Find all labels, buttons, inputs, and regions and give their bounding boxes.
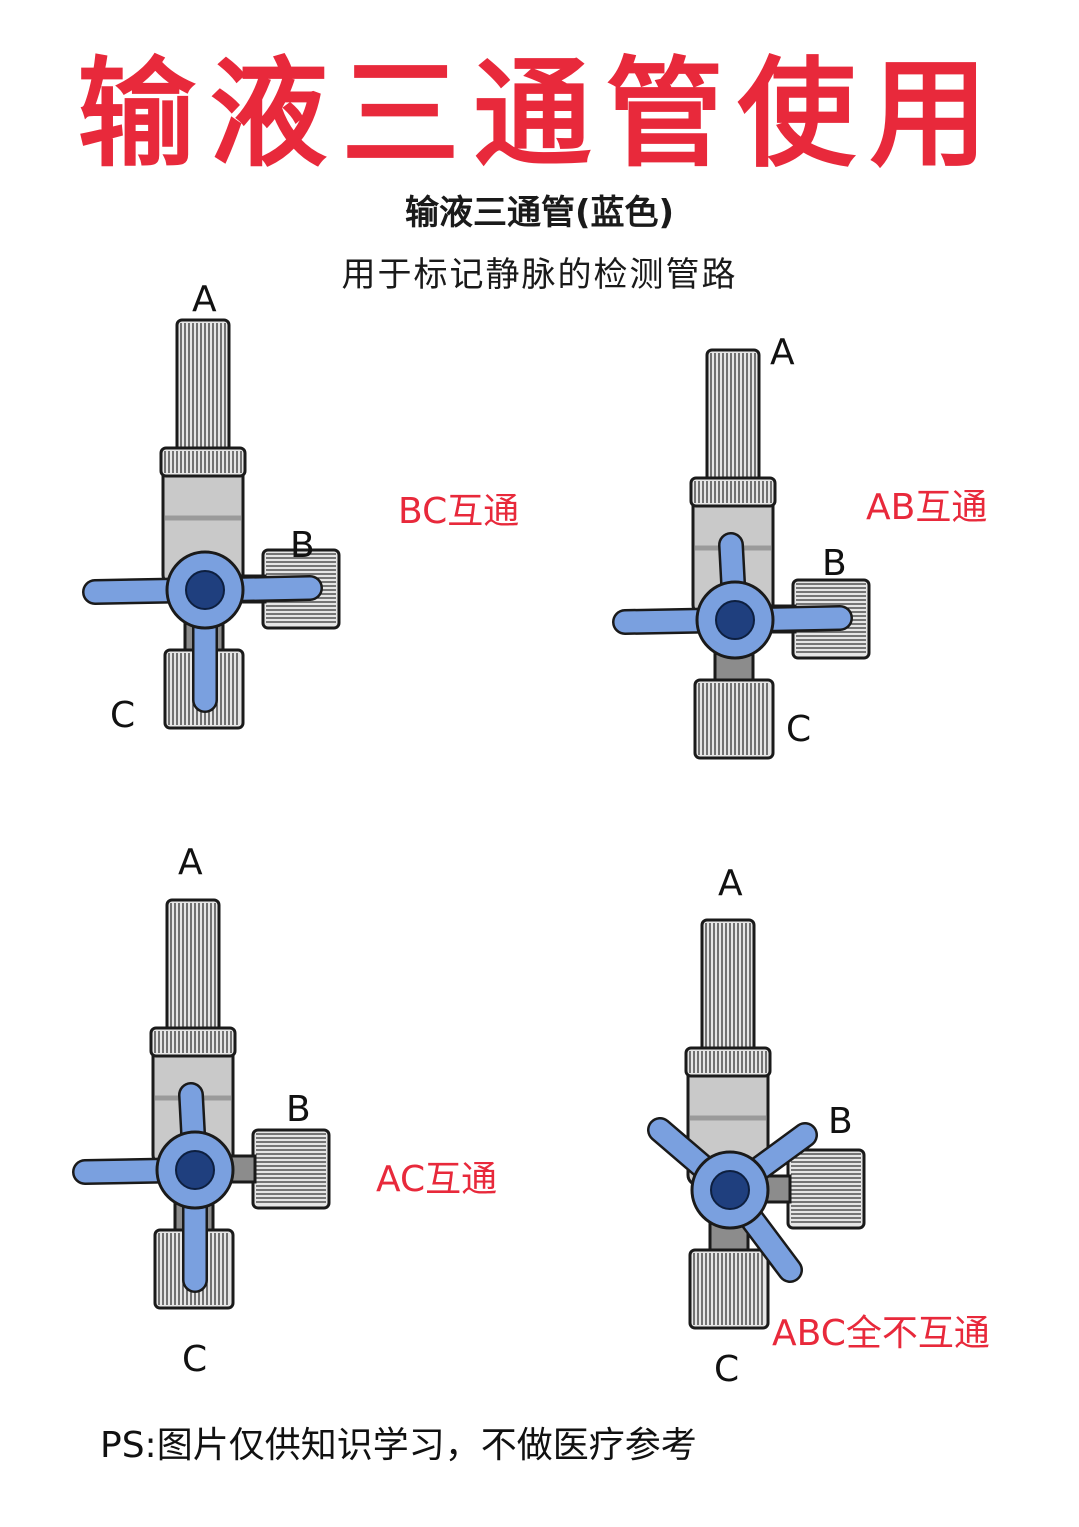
subtitle: 输液三通管(蓝色): [404, 193, 675, 233]
handle-knob: [185, 570, 225, 610]
port-b-connector: [786, 1148, 866, 1230]
port-label-c: C: [182, 1339, 208, 1380]
hub-collar: [159, 446, 247, 478]
state-label-ab: AB互通: [866, 487, 988, 528]
port-a-connector: [700, 918, 756, 1062]
port-a-connector: [175, 318, 231, 462]
port-label-c: C: [786, 709, 812, 750]
stopcock-diagram-ab: [612, 348, 871, 760]
port-label-a: A: [770, 332, 795, 373]
handle-knob: [715, 600, 755, 640]
stopcock-handle: [612, 532, 853, 660]
port-a-connector: [705, 348, 761, 492]
port-a-connector: [165, 898, 221, 1042]
port-b-connector: [261, 548, 341, 630]
port-label-c: C: [714, 1349, 740, 1390]
stopcock-handle: [647, 1117, 818, 1283]
port-label-b: B: [828, 1101, 853, 1142]
state-label-ac: AC互通: [376, 1159, 498, 1200]
state-label-none: ABC全不互通: [772, 1313, 990, 1354]
stopcock-handle: [82, 550, 323, 713]
port-label-a: A: [192, 279, 217, 320]
state-label-bc: BC互通: [398, 491, 520, 532]
stopcock-diagram-closed: [647, 918, 866, 1330]
hub-collar: [689, 476, 777, 508]
description: 用于标记静脉的检测管路: [341, 255, 738, 295]
handle-knob: [175, 1150, 215, 1190]
port-c-connector: [688, 1248, 770, 1330]
stopcock-diagram-ac: [72, 898, 331, 1310]
stopcock-handle: [72, 1082, 235, 1293]
port-label-a: A: [178, 842, 203, 883]
footer-note: PS:图片仅供知识学习，不做医疗参考: [100, 1425, 697, 1466]
port-label-a: A: [718, 863, 743, 904]
handle-knob: [710, 1170, 750, 1210]
hub-collar: [149, 1026, 237, 1058]
page-title: 输液三通管使用: [77, 45, 1002, 183]
hub-collar: [684, 1046, 772, 1078]
port-label-b: B: [290, 525, 315, 566]
port-label-b: B: [822, 543, 847, 584]
port-c-connector: [693, 678, 775, 760]
port-b-connector: [251, 1128, 331, 1210]
stopcock-diagram-bc: [82, 318, 341, 730]
port-label-b: B: [286, 1089, 311, 1130]
port-label-c: C: [110, 695, 136, 736]
